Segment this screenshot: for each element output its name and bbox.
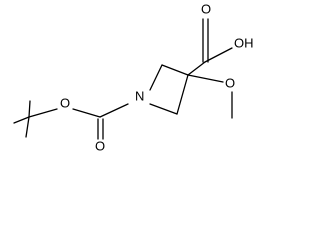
- bond-quaternary-to-methoxy-oxygen: [187, 74, 224, 83]
- bond-carbonyl-carbon-to-nitrogen: [99, 103, 129, 118]
- bond-ring-quaternary-to-ch2-bottom: [176, 74, 189, 115]
- bond-tbu-methyl-top: [28, 100, 31, 118]
- atom-label-carboxyl-carbonyl-oxygen: O: [201, 1, 211, 16]
- chemical-structure: N O OH O O O: [13, 1, 254, 153]
- atom-label-hydroxyl: OH: [234, 35, 254, 50]
- atom-label-methoxy-oxygen: O: [225, 75, 235, 90]
- bond-ring-ch2-bottom-to-n: [149, 103, 178, 115]
- bond-quaternary-to-carboxyl-carbon: [187, 61, 206, 76]
- bond-ring-n-to-ch2-top: [149, 64, 163, 91]
- bond-tbu-methyl-left: [13, 116, 30, 124]
- atom-label-boc-ester-oxygen: O: [60, 95, 70, 110]
- atom-label-boc-carbonyl-oxygen: O: [95, 138, 105, 153]
- bond-tbu-quaternary-to-oxygen: [28, 108, 58, 118]
- atom-label-ring-nitrogen: N: [135, 88, 144, 103]
- bond-ester-oxygen-to-carbonyl-carbon: [72, 108, 101, 118]
- bond-ring-ch2-top-to-quaternary: [161, 64, 189, 76]
- bond-tbu-methyl-bottom: [25, 116, 30, 138]
- bond-carboxyl-carbon-to-hydroxyl: [204, 47, 233, 63]
